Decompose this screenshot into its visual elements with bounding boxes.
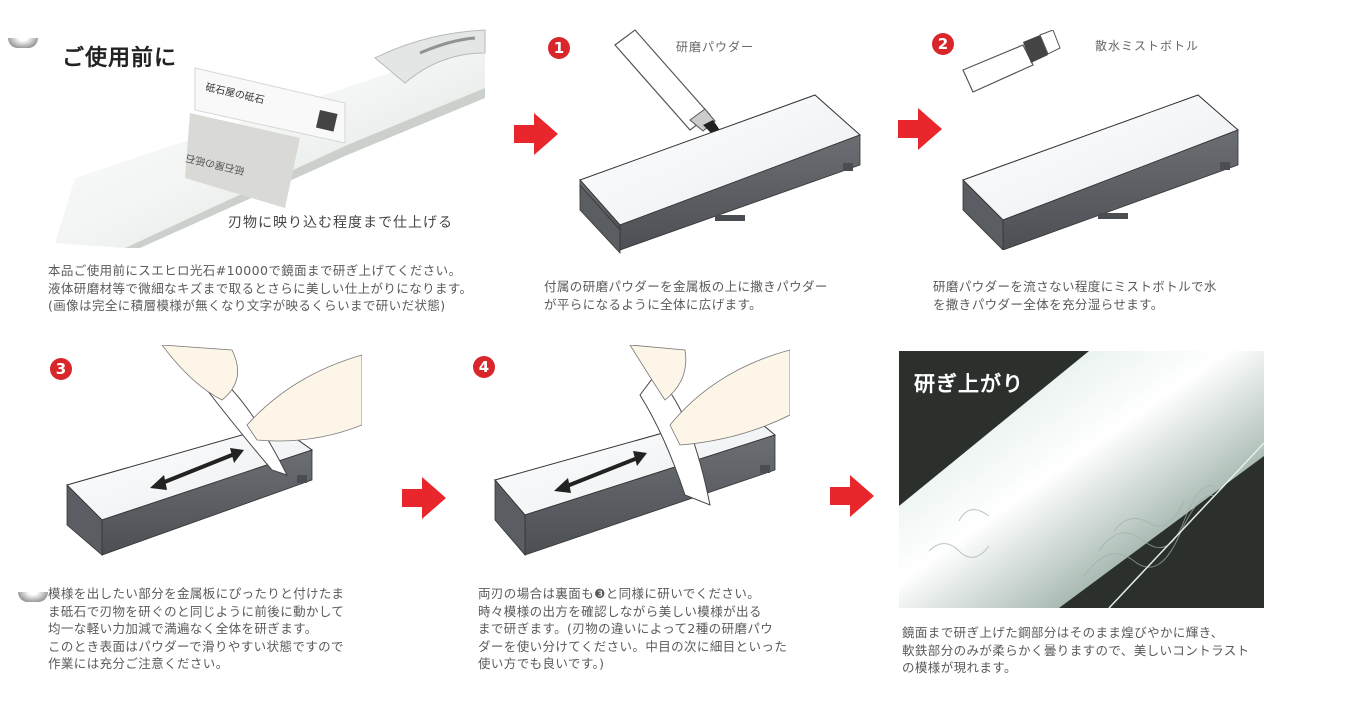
knife-mirror-photo: 砥石屋の砥石 砥石屋の砥石 — [45, 28, 490, 248]
tool-label-mist-bottle: 散水ミストボトル — [1095, 39, 1200, 53]
intro-description: 本品ご使用前にスエヒロ光石#10000で鏡面まで研ぎ上げてください。 液体研磨材… — [48, 263, 473, 313]
step-2-description: 研磨パウダーを流さない程度にミストボトルで水 を撒きパウダー全体を充分湿らせます… — [933, 279, 1217, 312]
bullet-icon — [18, 592, 48, 602]
whetstone-illustration-3 — [66, 345, 362, 556]
right-arrow-icon — [830, 475, 874, 517]
mist-bottle-icon — [962, 30, 1061, 93]
finished-blade-photo — [899, 351, 1264, 608]
right-arrow-icon — [514, 113, 558, 155]
step-badge-2: 2 — [932, 33, 954, 55]
step-1-description: 付属の研磨パウダーを金属板の上に撒きパウダー が平らになるように全体に広げます。 — [544, 279, 828, 312]
step-badge-4: 4 — [473, 356, 495, 378]
photo-caption: 刃物に映り込む程度まで仕上げる — [228, 215, 453, 231]
result-description: 鏡面まで研ぎ上げた鋼部分はそのまま煌びやかに輝き、 軟鉄部分のみが柔らかく曇りま… — [902, 625, 1250, 675]
result-title: 研ぎ上がり — [914, 372, 1024, 396]
step-badge-1: 1 — [548, 37, 570, 59]
right-arrow-icon — [402, 477, 446, 519]
intro-title: ご使用前に — [62, 46, 178, 71]
double-arrow-icon — [554, 451, 647, 493]
double-arrow-icon — [150, 448, 244, 490]
bullet-icon — [8, 38, 38, 48]
step-4-description: 両刃の場合は裏面も❸と同様に研いでください。 時々模様の出方を確認しながら美しい… — [478, 586, 788, 671]
whetstone-illustration-2 — [962, 30, 1239, 250]
powder-bottle-icon — [614, 29, 730, 147]
whetstone-illustration-1 — [579, 29, 861, 255]
whetstone-illustration-4 — [494, 345, 790, 557]
tool-label-powder: 研磨パウダー — [676, 40, 755, 54]
step-badge-3: 3 — [50, 358, 72, 380]
step-3-description: 模様を出したい部分を金属板にぴったりと付けたま ま砥石で刃物を研ぐのと同じように… — [48, 586, 345, 671]
right-arrow-icon — [898, 108, 942, 150]
